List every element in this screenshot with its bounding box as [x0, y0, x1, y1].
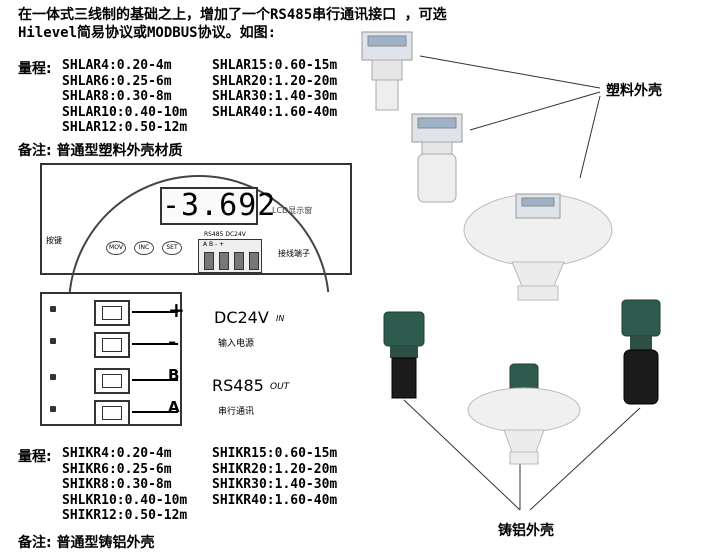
terminal-sign-b: B	[168, 366, 180, 384]
intro-line-2: Hilevel简易协议或MODBUS协议。如图:	[18, 25, 277, 41]
plastic-sensor-medium-icon	[411, 113, 463, 203]
list-item: SHIKR15:0.60-15m	[212, 446, 338, 461]
aluminum-note: 备注: 普通型铸铝外壳	[18, 535, 155, 551]
dc-cn-label: 输入电源	[218, 339, 255, 349]
list-item: SHIKR12:0.50-12m	[62, 508, 188, 523]
terminal-strip	[40, 292, 182, 426]
dc-label: DC24V	[214, 308, 269, 327]
plastic-range-col-1: SHLAR4:0.20-4m SHLAR6:0.25-6m SHLAR8:0.3…	[62, 58, 187, 136]
list-item: SHLAR30:1.40-30m	[212, 89, 338, 104]
intro-line-1: 在一体式三线制的基础之上，增加了一个RS485串行通讯接口 ，可选	[18, 7, 447, 23]
list-item: SHIKR40:1.60-40m	[212, 492, 338, 508]
list-item: SHLKR10:0.40-10m	[62, 492, 188, 508]
aluminum-range-col-1: SHIKR4:0.20-4m SHIKR6:0.25-6m SHIKR8:0.3…	[62, 446, 187, 524]
aluminum-sensor-flange-icon	[467, 363, 581, 465]
list-item: SHIKR4:0.20-4m	[62, 446, 172, 461]
dc-sub-label: IN	[276, 314, 285, 323]
list-item: SHLAR6:0.25-6m	[62, 73, 172, 89]
plastic-note: 备注: 普通型塑料外壳材质	[18, 143, 183, 159]
lcd-panel-diagram: -3.692 LCD显示窗 按键 MOV INC SET RS485 DC24V…	[40, 163, 352, 345]
list-item: SHIKR8:0.30-8m	[62, 477, 172, 492]
terminal-sign-minus: -	[168, 330, 177, 354]
aluminum-sensor-small-icon	[383, 311, 425, 399]
terminal-sign-plus: +	[168, 298, 185, 322]
key-label: 按键	[46, 236, 62, 245]
terminal-sublabel: RS485 DC24V	[204, 231, 246, 238]
plastic-range-label: 量程:	[18, 61, 52, 77]
aluminum-range-col-2: SHIKR15:0.60-15m SHIKR20:1.20-20m SHIKR3…	[212, 446, 337, 508]
aluminum-shell-label: 铸铝外壳	[498, 523, 554, 539]
list-item: SHIKR30:1.40-30m	[212, 477, 338, 492]
mov-button[interactable]: MOV	[106, 241, 126, 255]
list-item: SHLAR8:0.30-8m	[62, 89, 172, 104]
list-item: SHLAR12:0.50-12m	[62, 120, 188, 135]
intro-text: 在一体式三线制的基础之上，增加了一个RS485串行通讯接口 ，可选 Hileve…	[18, 6, 538, 42]
lcd-display: -3.692	[160, 187, 277, 225]
list-item: SHLAR40:1.60-40m	[212, 104, 338, 120]
rs485-sub-label: OUT	[270, 382, 290, 392]
terminal-sign-a: A	[168, 398, 180, 416]
plastic-sensor-small-icon	[361, 31, 413, 111]
aluminum-sensor-large-icon	[621, 299, 661, 405]
rs485-label: RS485	[212, 376, 264, 395]
list-item: SHLAR4:0.20-4m	[62, 58, 172, 73]
list-item: SHLAR15:0.60-15m	[212, 58, 338, 73]
list-item: SHLAR10:0.40-10m	[62, 104, 188, 120]
plastic-range-col-2: SHLAR15:0.60-15m SHLAR20:1.20-20m SHLAR3…	[212, 58, 337, 120]
inc-button[interactable]: INC	[134, 241, 154, 255]
list-item: SHLAR20:1.20-20m	[212, 73, 338, 89]
terminal-pins: A B - +	[203, 241, 225, 248]
lcd-label: LCD显示窗	[272, 206, 313, 215]
rs485-cn-label: 串行通讯	[218, 407, 255, 417]
terminal-label: 接线端子	[278, 249, 310, 258]
list-item: SHIKR6:0.25-6m	[62, 461, 172, 477]
aluminum-range-label: 量程:	[18, 449, 52, 465]
plastic-shell-label: 塑料外壳	[606, 83, 662, 99]
terminal-block: A B - +	[198, 239, 262, 273]
set-button[interactable]: SET	[162, 241, 182, 255]
plastic-sensor-flange-icon	[463, 193, 613, 301]
terminal-wiring-diagram: + - B A DC24V IN 输入电源 RS485 OUT 串行通讯	[40, 292, 352, 428]
list-item: SHIKR20:1.20-20m	[212, 461, 338, 477]
